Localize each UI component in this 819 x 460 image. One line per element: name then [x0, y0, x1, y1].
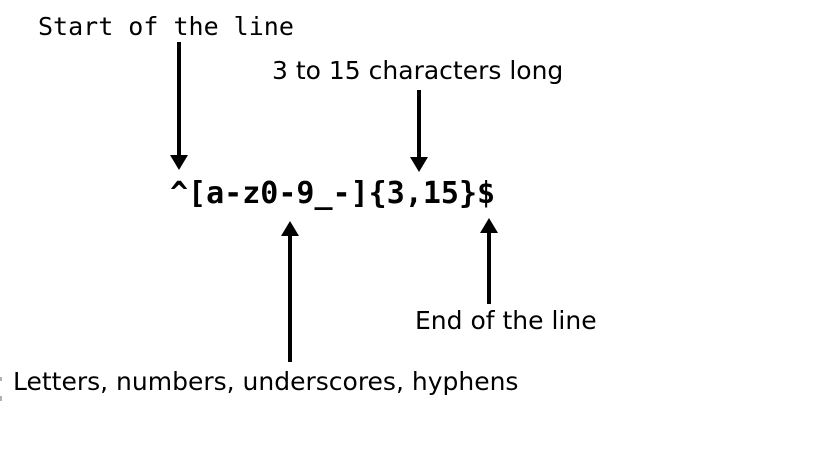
length-label: 3 to 15 characters long [272, 56, 564, 85]
arrow-head [480, 218, 498, 233]
start-of-line-label: Start of the line [38, 12, 294, 41]
left-edge-artifact [0, 377, 2, 381]
start-of-line-arrow-icon [170, 42, 188, 170]
arrow-shaft [417, 90, 421, 160]
arrow-shaft [288, 233, 292, 362]
regex-pattern: ^[a-z0-9_-]{3,15}$ [170, 176, 496, 211]
arrow-shaft [487, 230, 491, 304]
end-of-line-label: End of the line [415, 306, 597, 335]
left-edge-artifact [0, 396, 2, 401]
arrow-head [410, 157, 428, 172]
length-arrow-icon [410, 90, 428, 172]
charset-label: Letters, numbers, underscores, hyphens [13, 367, 519, 396]
charset-arrow-icon [281, 221, 299, 362]
arrow-head [281, 221, 299, 236]
end-of-line-arrow-icon [480, 218, 498, 304]
arrow-shaft [177, 42, 181, 158]
arrow-head [170, 155, 188, 170]
